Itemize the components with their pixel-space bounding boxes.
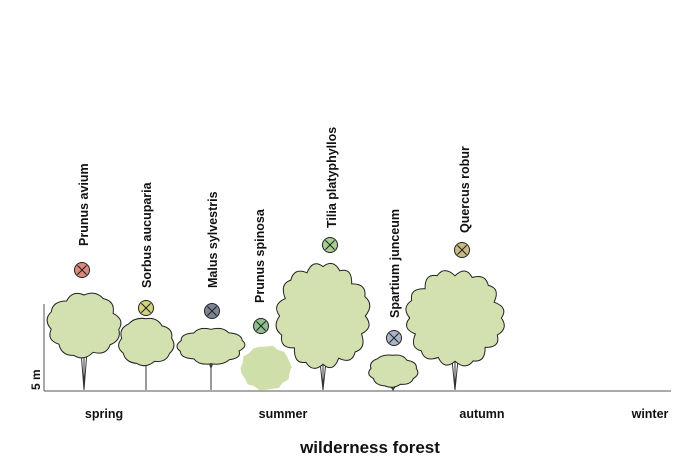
plant-marker-icon: [138, 300, 154, 316]
plant-name-label: Quercus robur: [458, 146, 472, 233]
tree-canopy: [46, 292, 122, 359]
plant-name-label: Spartium junceum: [388, 209, 402, 318]
shrub-canopy: [368, 354, 419, 388]
plant-marker-icon: [74, 262, 90, 278]
plant-marker-icon: [386, 330, 402, 346]
season-label-autumn: autumn: [459, 407, 504, 421]
scale-label: 5 m: [29, 369, 43, 390]
tree-canopy: [275, 262, 371, 369]
tree-canopy: [118, 317, 175, 367]
shrub-canopy: [240, 345, 292, 390]
plant-prunus-avium: Prunus avium: [46, 163, 122, 391]
plant-prunus-spinosa: Prunus spinosa: [240, 208, 292, 390]
plant-name-label: Sorbus aucuparia: [140, 181, 154, 288]
plant-marker-icon: [253, 318, 269, 334]
plant-name-label: Prunus avium: [77, 163, 91, 246]
tree-canopy: [405, 270, 505, 367]
plant-marker-icon: [322, 237, 338, 253]
plant-quercus-robur: Quercus robur: [405, 146, 505, 391]
plant-sorbus-aucuparia: Sorbus aucuparia: [118, 181, 175, 390]
plant-name-label: Malus sylvestris: [206, 191, 220, 288]
season-label-summer: summer: [259, 407, 308, 421]
plant-name-label: Tilia platyphyllos: [325, 127, 339, 228]
plant-name-label: Prunus spinosa: [253, 208, 267, 303]
season-label-spring: spring: [85, 407, 123, 421]
tree-canopy: [176, 327, 246, 365]
plant-marker-icon: [454, 242, 470, 258]
season-label-winter: winter: [631, 407, 669, 421]
diagram-title: wilderness forest: [299, 438, 440, 457]
plant-malus-sylvestris: Malus sylvestris: [176, 191, 246, 390]
plant-spartium-junceum: Spartium junceum: [368, 209, 419, 391]
plant-tilia-platyphyllos: Tilia platyphyllos: [275, 127, 371, 391]
plant-marker-icon: [204, 303, 220, 319]
